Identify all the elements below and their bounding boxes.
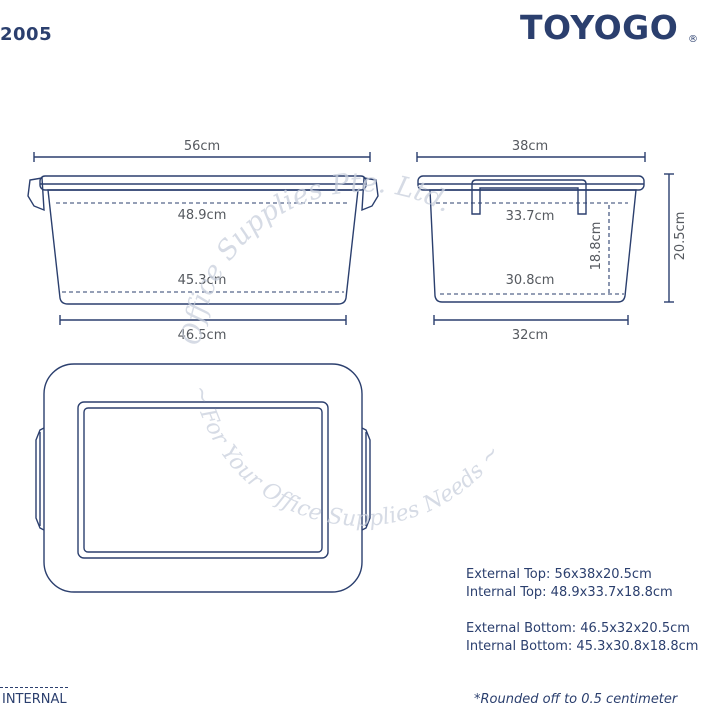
spec-internal-bottom: Internal Bottom: 45.3x30.8x18.8cm	[466, 639, 699, 654]
end-top-internal-label: 33.7cm	[506, 209, 555, 224]
end-top-external-label: 38cm	[512, 139, 548, 154]
end-bottom-external-label: 32cm	[512, 328, 548, 343]
side-top-external-label: 56cm	[184, 139, 220, 154]
top-view-lid-outline	[43, 363, 363, 593]
spec-list: External Top: 56x38x20.5cm Internal Top:…	[466, 566, 698, 656]
end-body	[429, 189, 637, 303]
side-body	[47, 189, 359, 305]
spec-external-bottom: External Bottom: 46.5x32x20.5cm	[466, 621, 690, 636]
rounding-footnote: *Rounded off to 0.5 centimeter	[474, 692, 678, 707]
watermark-slogan-text: ~ For Your Office Supplies Needs ~	[187, 383, 505, 532]
top-view-right-clip	[361, 427, 371, 531]
side-top-internal-label: 48.9cm	[178, 208, 227, 223]
end-handle	[471, 179, 587, 215]
model-number: 2005	[0, 24, 53, 45]
top-view	[35, 363, 371, 593]
internal-legend-label: INTERNAL	[2, 692, 67, 707]
internal-legend-dash	[0, 687, 68, 688]
svg-text:~ For Your Office Supplies Nee: ~ For Your Office Supplies Needs ~	[187, 383, 505, 532]
top-view-inner-panel-outer	[77, 401, 329, 559]
end-view	[416, 152, 674, 325]
brand-logo: TOYOGO	[520, 8, 679, 47]
side-left-clip	[27, 177, 45, 212]
end-internal-height-label: 18.8cm	[589, 222, 604, 271]
end-external-height-label: 20.5cm	[673, 212, 688, 261]
side-view	[27, 152, 379, 325]
spec-external-top: External Top: 56x38x20.5cm	[466, 567, 652, 582]
registered-mark: ®	[688, 34, 698, 45]
spec-internal-top: Internal Top: 48.9x33.7x18.8cm	[466, 585, 673, 600]
side-bottom-external-label: 46.5cm	[178, 328, 227, 343]
top-view-inner-panel-inner	[83, 407, 323, 553]
top-view-left-clip	[35, 427, 45, 531]
end-bottom-internal-label: 30.8cm	[506, 273, 555, 288]
side-right-clip	[361, 177, 379, 212]
side-bottom-internal-label: 45.3cm	[178, 273, 227, 288]
